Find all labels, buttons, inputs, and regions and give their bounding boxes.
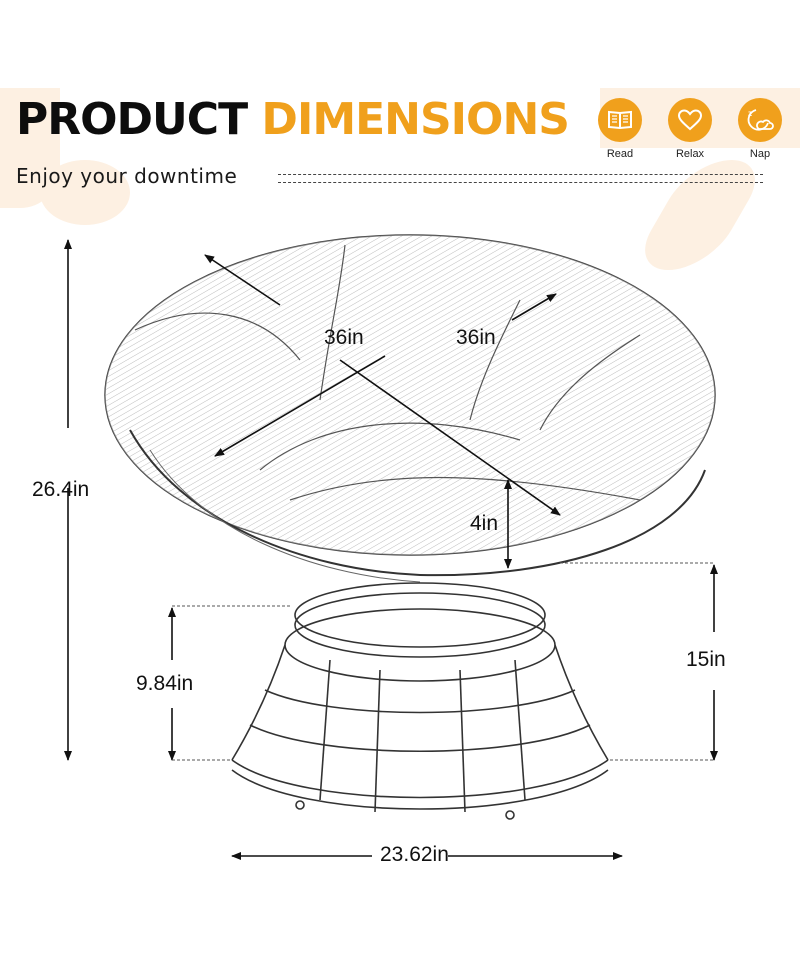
- dim-seat-height: 15in: [686, 648, 726, 671]
- cushion: [104, 234, 716, 583]
- feature-nap: z Nap: [730, 98, 790, 160]
- feature-read: Read: [590, 98, 650, 160]
- dim-cushion-length: 36in: [324, 326, 364, 349]
- open-book-icon: [598, 98, 642, 142]
- background-circle-left: [40, 160, 130, 225]
- title-product: PRODUCT: [16, 94, 248, 145]
- feature-label: Relax: [675, 148, 705, 160]
- divider-dashed-top: [278, 174, 763, 175]
- dimension-guides: [172, 562, 714, 761]
- dim-cushion-width: 36in: [456, 326, 496, 349]
- dim-base-height: 9.84in: [136, 672, 194, 695]
- subtitle: Enjoy your downtime: [16, 164, 238, 188]
- divider-dashed-bottom: [278, 182, 763, 183]
- swivel-base: [231, 582, 609, 820]
- feature-label: Nap: [749, 148, 771, 160]
- dim-cushion-thickness: 4in: [470, 512, 499, 535]
- dim-base-diameter: 23.62in: [380, 843, 449, 866]
- page-title: PRODUCT DIMENSIONS: [16, 98, 570, 142]
- title-dimensions: DIMENSIONS: [261, 94, 570, 145]
- feature-label: Read: [606, 148, 634, 160]
- dimension-lines: [64, 239, 718, 860]
- heart-icon: [668, 98, 712, 142]
- dim-total-height: 26.4in: [32, 478, 90, 501]
- feature-relax: Relax: [660, 98, 720, 160]
- moon-cloud-icon: z: [738, 98, 782, 142]
